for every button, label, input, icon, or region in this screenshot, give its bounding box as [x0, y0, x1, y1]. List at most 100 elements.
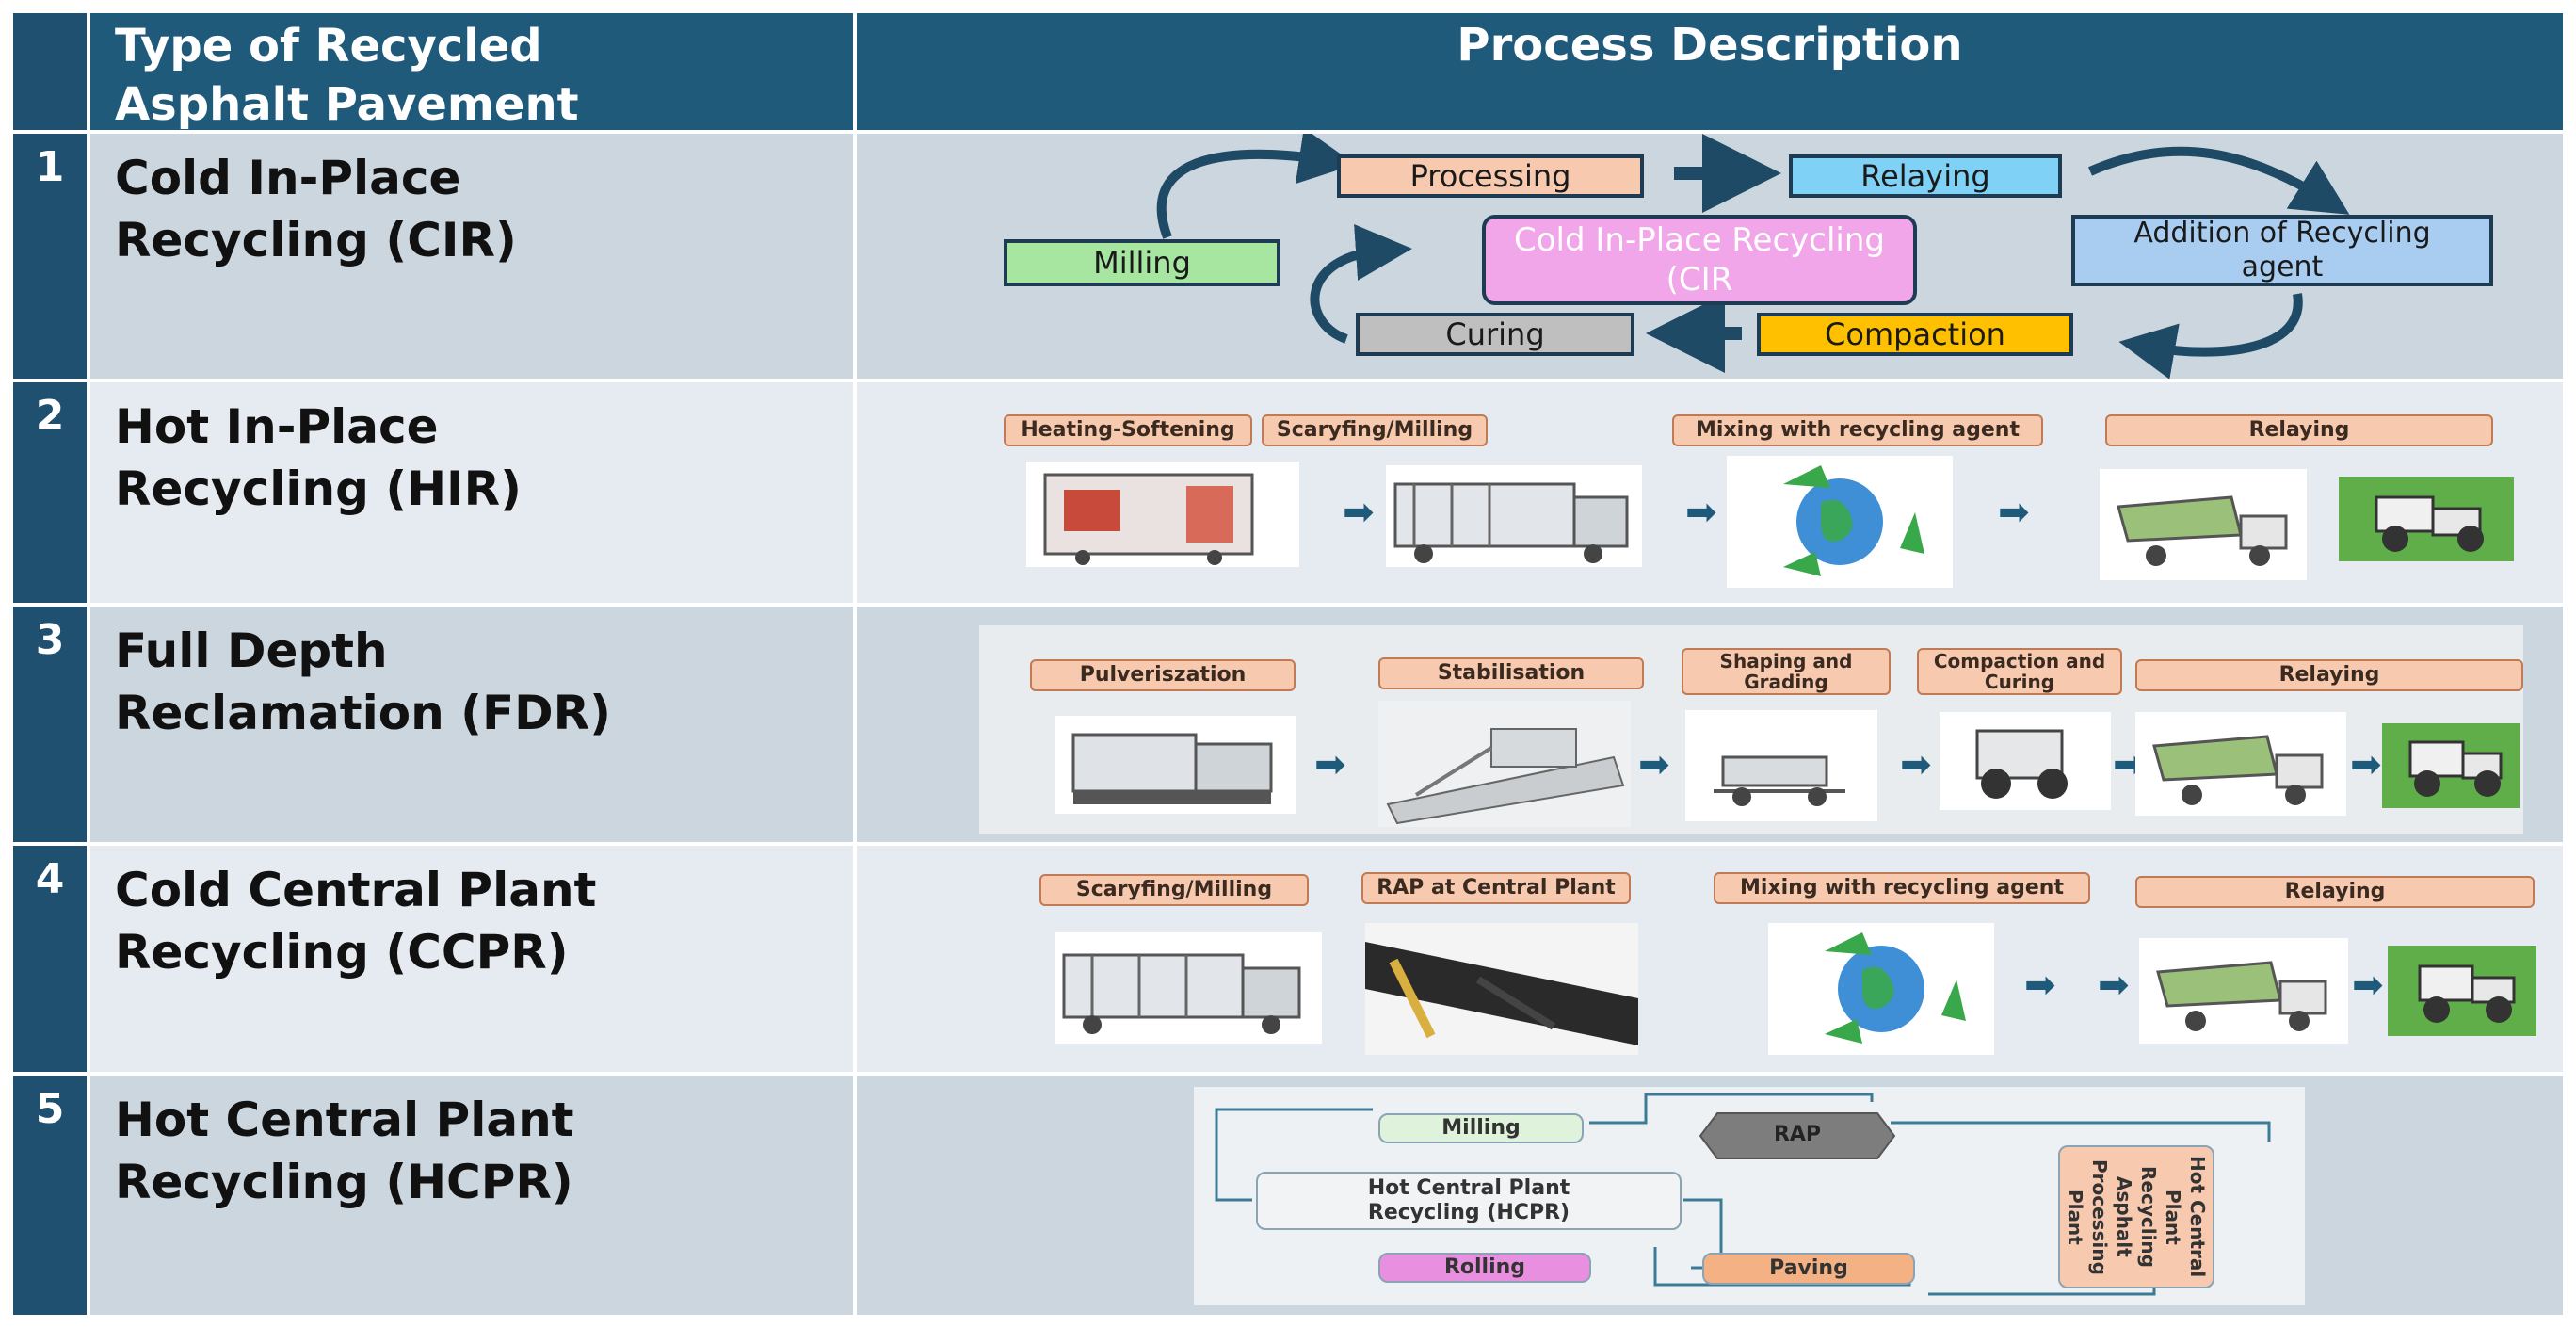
row-process-cell: Milling RAP Hot Central Plant Recycling … [857, 1076, 2563, 1315]
milling-machine-icon [1055, 716, 1296, 814]
header-type-cell: Type of Recycled Asphalt Pavement [90, 13, 853, 131]
row-type-line2: Recycling (CCPR) [115, 925, 569, 980]
step-arrow: ➡ [1685, 491, 1717, 534]
row-type-cell: Full Depth Reclamation (FDR) [90, 607, 853, 842]
step-label: Mixing with recycling agent [1696, 418, 2020, 442]
compactor-icon [1940, 712, 2111, 810]
hcpr-milling-node: Milling [1378, 1113, 1584, 1143]
row-number-label: 5 [35, 1085, 65, 1133]
flow-center-label: Cold In-Place Recycling (CIR [1514, 221, 1885, 299]
row-number-label: 1 [35, 143, 65, 191]
flow-processing-label: Processing [1409, 158, 1571, 194]
step-arrow: ➡ [2024, 964, 2056, 1007]
step-tag: Relaying [2135, 876, 2535, 908]
row-type-line1: Hot In-Place [115, 399, 439, 454]
hcpr-center-node: Hot Central Plant Recycling (HCPR) [1256, 1172, 1682, 1230]
flow-curing: Curing [1356, 313, 1634, 356]
hcpr-paving-node: Paving [1702, 1253, 1915, 1285]
row-type-line1: Hot Central Plant [115, 1093, 574, 1147]
row-number-label: 4 [35, 855, 65, 903]
flow-compaction: Compaction [1757, 313, 2073, 356]
row-type-cell: Hot Central Plant Recycling (HCPR) [90, 1076, 853, 1315]
row-process-cell: Heating-Softening Scaryfing/Milling Mixi… [857, 382, 2563, 603]
row-type-line2: Reclamation (FDR) [115, 686, 612, 740]
row-process-cell: Milling Processing Relaying Cold In-Plac… [857, 134, 2563, 379]
hcpr-rap-node [1699, 1112, 1896, 1159]
flow-relaying: Relaying [1789, 154, 2062, 198]
header-process-cell: Process Description [857, 13, 2563, 130]
row-number: 3 [13, 607, 87, 842]
row-type-line1: Cold Central Plant [115, 863, 597, 917]
milling-machine-icon [1386, 465, 1642, 567]
step-arrow: ➡ [2350, 743, 2382, 786]
road-roller-icon [2339, 477, 2514, 561]
row-number: 4 [13, 846, 87, 1072]
step-arrow: ➡ [1998, 491, 2030, 534]
row-number: 2 [13, 382, 87, 603]
heater-machine-icon [1026, 462, 1299, 567]
hcpr-rap-label: RAP [1773, 1123, 1822, 1146]
flow-milling-label: Milling [1093, 245, 1191, 281]
flow-center-cir: Cold In-Place Recycling (CIR [1482, 215, 1917, 305]
step-tag: Pulveriszation [1030, 659, 1296, 691]
step-tag: Compaction and Curing [1917, 648, 2122, 695]
arc-milling-to-processing [1156, 134, 1356, 239]
step-tag: Heating-Softening [1004, 414, 1252, 446]
stabiliser-machine-icon [1378, 701, 1631, 827]
hcpr-plant-label: Hot Central Plant Recycling Asphalt Proc… [2064, 1156, 2209, 1278]
step-tag: Shaping and Grading [1682, 648, 1891, 695]
flow-processing: Processing [1337, 154, 1644, 198]
cir-flow-arrows [1156, 134, 2350, 379]
flow-addition-label: Addition of Recycling agent [2133, 217, 2431, 283]
step-arrow: ➡ [2352, 964, 2384, 1007]
flow-milling: Milling [1004, 239, 1280, 286]
recycle-globe-icon [1727, 456, 1953, 588]
step-label: RAP at Central Plant [1377, 876, 1616, 899]
header-type-line1: Type of Recycled [115, 20, 542, 73]
hcpr-milling-label: Milling [1441, 1116, 1521, 1140]
conveyor-plant-icon [1365, 923, 1638, 1055]
hcpr-paving-label: Paving [1769, 1256, 1848, 1280]
hcpr-rolling-label: Rolling [1443, 1255, 1526, 1279]
milling-machine-icon [1055, 932, 1322, 1044]
row-type-cell: Cold In-Place Recycling (CIR) [90, 134, 853, 379]
row-type-line2: Recycling (HCPR) [115, 1155, 573, 1209]
hcpr-panel: Milling RAP Hot Central Plant Recycling … [1194, 1087, 2305, 1305]
hcpr-rolling-node: Rolling [1378, 1253, 1591, 1283]
arc-curing-to-center [1310, 224, 1412, 344]
step-arrow: ➡ [1343, 491, 1375, 534]
flow-relaying-label: Relaying [1860, 158, 1990, 194]
step-arrow: ➡ [2098, 964, 2130, 1007]
step-arrow: ➡ [1314, 743, 1346, 786]
row-process-cell: Pulveriszation Stabilisation Shaping and… [857, 607, 2563, 842]
dump-truck-icon [2100, 469, 2307, 580]
arc-relaying-to-addition [2087, 146, 2350, 215]
row-number: 5 [13, 1076, 87, 1315]
row-process-cell: Scaryfing/Milling RAP at Central Plant M… [857, 846, 2563, 1072]
hcpr-center-label: Hot Central Plant Recycling (HCPR) [1367, 1176, 1570, 1224]
row-number-label: 2 [35, 392, 65, 440]
header-type-line2: Asphalt Pavement [115, 78, 579, 131]
step-label: Scaryfing/Milling [1276, 418, 1473, 442]
dump-truck-icon [2135, 712, 2346, 816]
step-label: Scaryfing/Milling [1075, 878, 1273, 901]
hcpr-plant-node: Hot Central Plant Recycling Asphalt Proc… [2058, 1145, 2214, 1288]
step-tag: Mixing with recycling agent [1672, 414, 2043, 446]
step-tag: Relaying [2135, 659, 2523, 691]
arc-addition-to-compaction [2118, 293, 2303, 379]
road-roller-icon [2388, 946, 2536, 1036]
step-label: Stabilisation [1437, 661, 1586, 685]
step-tag: Mixing with recycling agent [1714, 872, 2090, 904]
row-type-cell: Hot In-Place Recycling (HIR) [90, 382, 853, 603]
step-arrow: ➡ [1638, 743, 1670, 786]
flow-compaction-label: Compaction [1825, 316, 2005, 352]
row-type-cell: Cold Central Plant Recycling (CCPR) [90, 846, 853, 1072]
step-tag: RAP at Central Plant [1361, 872, 1631, 904]
step-tag: Scaryfing/Milling [1262, 414, 1488, 446]
row-type-line1: Cold In-Place [115, 151, 461, 205]
row-number-label: 3 [35, 616, 65, 664]
row-type-line2: Recycling (CIR) [115, 213, 517, 267]
recycle-globe-icon [1768, 923, 1994, 1055]
step-tag: Scaryfing/Milling [1039, 874, 1309, 906]
step-arrow: ➡ [1900, 743, 1932, 786]
